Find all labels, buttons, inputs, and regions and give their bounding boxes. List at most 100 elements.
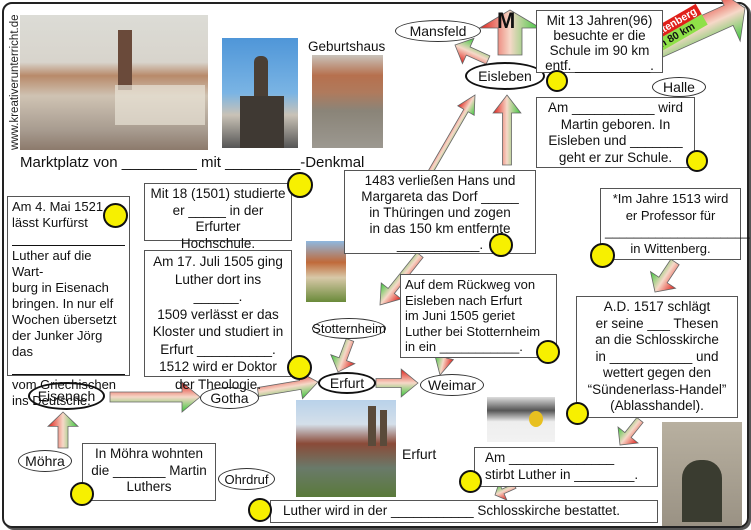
place-erfurt: Erfurt	[318, 372, 376, 394]
box-line: Luther wird in der ___________ Schlosski…	[283, 503, 620, 518]
thesentuer-photo	[662, 422, 742, 526]
answer-dot-schule-13[interactable]	[546, 70, 568, 92]
box-line: bringen. In nur elf	[12, 296, 114, 311]
arrow-mansfeld-sign	[478, 9, 542, 56]
answer-dot-gewitter[interactable]	[536, 340, 560, 364]
arrow-moehra-to-eisenach	[47, 411, 79, 449]
arrow-stotternheim-to-erfurt	[330, 338, 356, 373]
answer-dot-studium-18[interactable]	[287, 172, 313, 198]
answer-dot-kloster[interactable]	[287, 355, 312, 380]
box-line: er Professor für	[625, 207, 716, 223]
box-line: burg in Eisenach	[12, 280, 109, 295]
answer-dot-wartburg[interactable]	[103, 203, 128, 228]
denkmal-photo	[222, 38, 298, 148]
place-halle: Halle	[652, 77, 706, 97]
place-moehra: Möhra	[18, 450, 72, 472]
box-line: er _____ in der Erfurter	[172, 202, 264, 235]
box-line: vom Griechischen	[12, 377, 117, 392]
place-mansfeld: Mansfeld	[395, 20, 481, 42]
box-line: Luther bei Stotternheim	[405, 323, 541, 339]
box-line: Luther dort ins ______.	[174, 271, 262, 305]
answer-dot-thesen[interactable]	[566, 402, 589, 425]
box-line: die _______ Martin	[91, 462, 207, 478]
box-line: wettert gegen den	[602, 365, 712, 380]
erfurt-photo	[296, 400, 396, 497]
place-stotternheim: Stotternheim	[312, 318, 386, 339]
box-line: Auf dem Rückweg von	[405, 277, 536, 292]
answer-dot-tod[interactable]	[459, 470, 482, 493]
box-line: Eisleben und _______	[548, 133, 683, 148]
box-line: Mit 18 (1501) studierte	[150, 186, 286, 201]
answer-dot-geboren[interactable]	[686, 150, 708, 172]
box-line: geht er zur Schule.	[558, 149, 673, 165]
arrow-eisenach-to-gotha	[109, 381, 201, 413]
box-line: Mit 13 Jahren(96)	[546, 13, 653, 28]
box-line: Schule im 90 km	[549, 43, 650, 58]
box-line: In Möhra wohnten	[94, 446, 204, 461]
box-line: Eisleben nach Erfurt	[405, 292, 523, 308]
answer-dot-moehra[interactable]	[70, 482, 94, 506]
box-line: 1483 verließen Hans und	[364, 173, 516, 188]
grave-photo	[487, 397, 555, 442]
box-line: in Thüringen und zogen	[369, 205, 511, 220]
arrow-erfurt-to-weimar	[375, 368, 419, 398]
arrow-professor-to-thesen	[649, 258, 680, 293]
box-line: Am ______________	[485, 450, 615, 465]
box-line: der Junker Jörg das	[12, 328, 103, 359]
box-line: Wochen übersetzt	[12, 312, 117, 327]
answer-dot-umzug-1483[interactable]	[489, 233, 513, 257]
place-gotha: Gotha	[200, 387, 259, 409]
box-line	[12, 360, 125, 375]
box-line: entf. __________.	[545, 58, 654, 73]
box-line: ins Deutsche.	[12, 393, 91, 408]
box-grab: Luther wird in der ___________ Schlosski…	[270, 500, 658, 523]
box-line: Kloster und studiert in	[152, 324, 284, 339]
box-line: ___________.	[396, 237, 484, 252]
box-line: besuchte er die	[553, 28, 646, 43]
box-line: Am 17. Juli 1505 ging	[153, 254, 283, 269]
box-line: in ein ___________.	[405, 339, 523, 354]
geburtshaus-photo	[312, 55, 383, 148]
place-eisleben: Eisleben	[465, 62, 545, 90]
box-line: Am ___________ wird	[547, 100, 684, 115]
arrow-thesen-to-tod	[617, 416, 644, 446]
answer-dot-grab[interactable]	[248, 498, 272, 522]
box-line: er seine ___ Thesen	[595, 315, 719, 331]
box-tod: Am ______________stirbt Luther in ______…	[474, 447, 658, 487]
box-line	[12, 231, 125, 246]
box-line: ____________________	[605, 224, 750, 239]
geburtshaus-label: Geburtshaus	[308, 39, 386, 54]
box-line: in Wittenberg.	[630, 240, 711, 256]
box-line: Luthers	[126, 479, 172, 494]
answer-dot-professor[interactable]	[590, 243, 615, 268]
erfurt-photo-label: Erfurt	[402, 446, 437, 462]
place-eisenach: Eisenach	[28, 382, 105, 410]
arrow-up-to-eisleben	[492, 94, 522, 166]
mansfeld-sign-letter: M	[497, 8, 516, 33]
box-line: “Sündenerlass-Handel”	[587, 381, 727, 397]
arrow-eisleben-to-mansfeld	[454, 37, 491, 65]
marktplatz-photo	[20, 15, 208, 150]
place-weimar: Weimar	[420, 374, 484, 396]
box-line: lässt Kurfürst	[12, 215, 88, 230]
stotternheim-photo	[306, 241, 346, 302]
arrow-tod-to-grab	[494, 481, 517, 501]
box-line: Margareta das Dorf _____	[361, 189, 519, 204]
place-ohrdruf: Ohrdruf	[218, 468, 275, 490]
box-line: 1509 verlässt er das	[157, 306, 279, 322]
box-line: Hochschule.	[180, 235, 256, 251]
box-line: stirbt Luther in ________.	[485, 466, 639, 482]
box-line: im Juni 1505 geriet	[405, 308, 515, 323]
box-line: in ___________ und	[595, 348, 719, 364]
box-line: an die Schlosskirche	[595, 332, 719, 347]
box-line: Erfurt __________.	[160, 341, 276, 357]
